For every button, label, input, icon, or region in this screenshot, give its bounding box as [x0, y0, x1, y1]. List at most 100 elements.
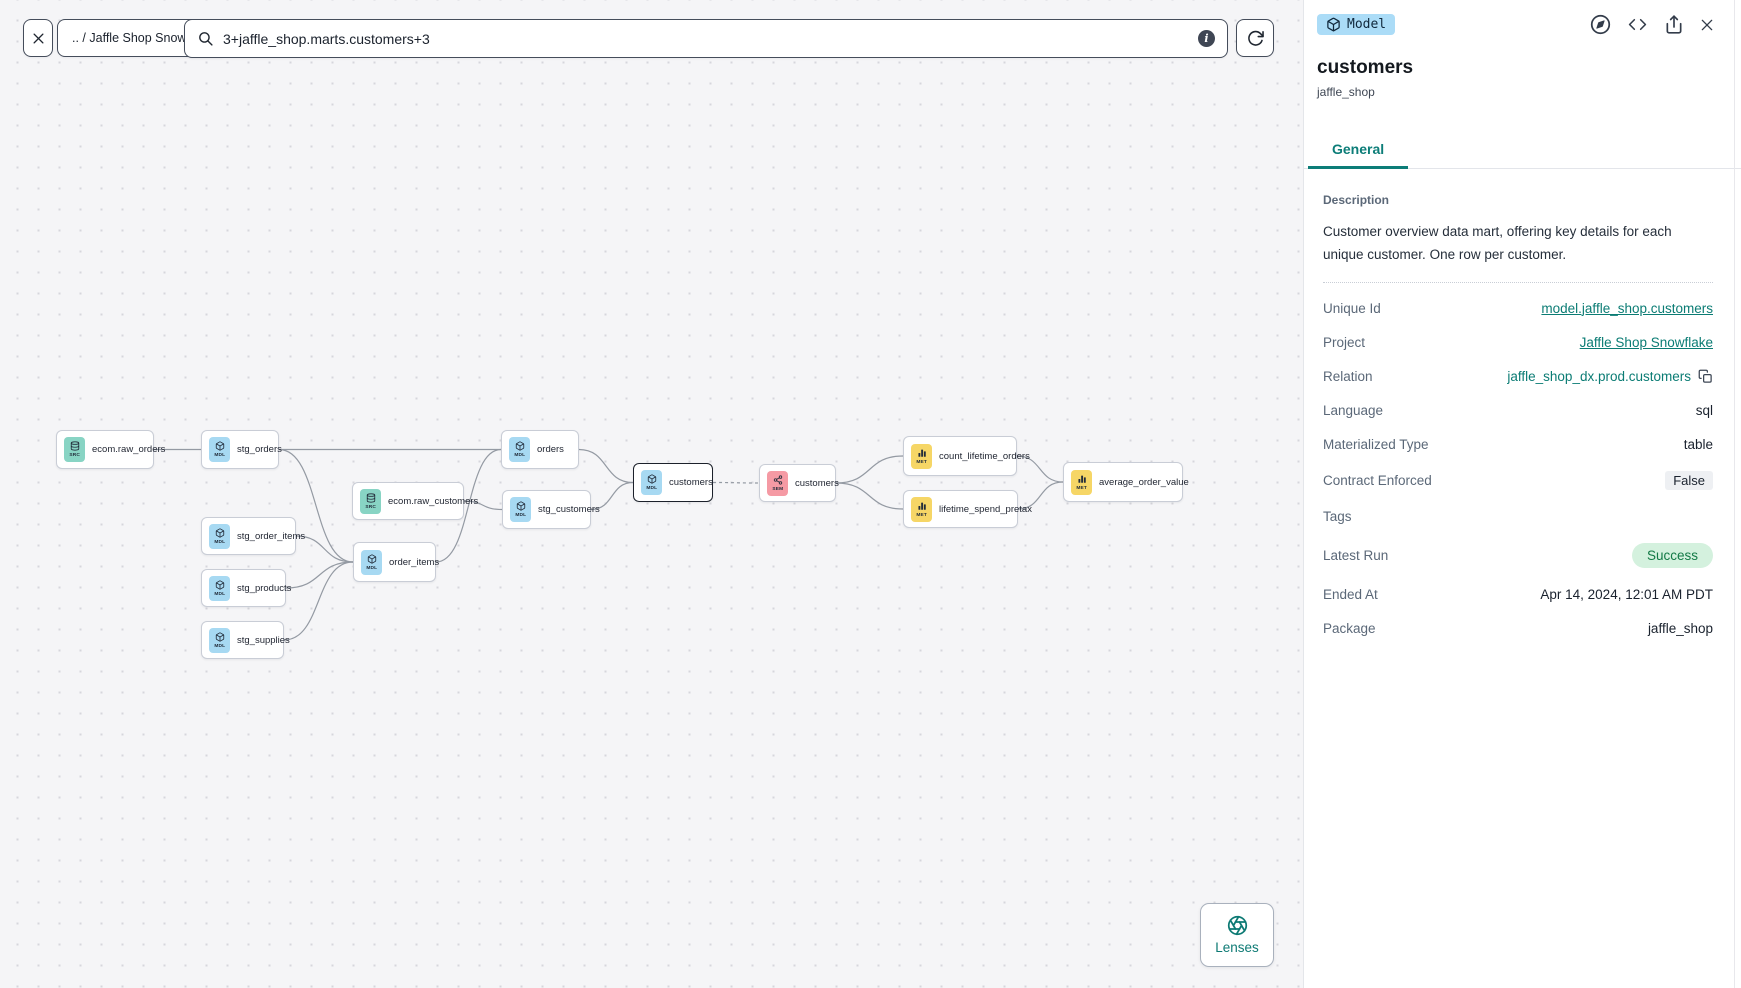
model-type-badge: Model	[1317, 14, 1396, 35]
metric-icon	[1077, 474, 1087, 484]
cube-icon	[215, 631, 225, 642]
model-badge: MDL	[209, 575, 230, 601]
node-label: count_lifetime_orders	[939, 450, 1030, 462]
metric-badge: MET	[911, 443, 932, 469]
model-badge: MDL	[209, 523, 230, 549]
graph-node-customers_model[interactable]: MDL customers	[633, 463, 713, 502]
close-panel-icon[interactable]	[1699, 17, 1715, 33]
database-icon	[70, 441, 80, 451]
graph-node-lifetime_spend_pretax[interactable]: MET lifetime_spend_pretax	[903, 490, 1032, 528]
node-label: orders	[537, 444, 564, 455]
edge-stg_supplies-to-order_items	[283, 561, 354, 641]
cube-icon	[647, 474, 657, 484]
node-label: ecom.raw_customers	[388, 495, 479, 507]
model-badge: MDL	[209, 627, 230, 653]
cube-icon	[215, 579, 225, 590]
run-status-badge[interactable]: Success	[1631, 542, 1713, 568]
tab-general[interactable]: General	[1308, 132, 1409, 169]
breadcrumb-label: .. / Jaffle Shop Snowflake	[72, 31, 213, 45]
graph-node-order_items[interactable]: MDL order_items	[353, 542, 440, 582]
property-label: Project	[1323, 334, 1366, 350]
package-subtitle: jaffle_shop	[1317, 85, 1375, 99]
property-row-project: Project Jaffle Shop Snowflake	[1323, 325, 1713, 359]
property-value: jaffle_shop_dx.prod.customers	[1507, 368, 1691, 384]
model-badge: MDL	[509, 437, 530, 462]
copy-icon[interactable]	[1698, 369, 1713, 384]
node-label: stg_order_items	[237, 530, 306, 542]
cube-icon	[516, 501, 526, 511]
property-value-link[interactable]: model.jaffle_shop.customers	[1541, 300, 1713, 316]
database-icon	[366, 492, 376, 503]
source-badge: SRC	[360, 488, 381, 514]
graph-node-average_order_value[interactable]: MET average_order_value	[1063, 462, 1189, 502]
share-icon[interactable]	[1664, 14, 1684, 35]
node-label: customers	[669, 477, 713, 488]
edge-stg_products-to-order_items	[285, 561, 354, 589]
property-label: Ended At	[1323, 586, 1378, 602]
edge-count_lifetime_orders-to-average_order_value	[1016, 455, 1064, 483]
metric-badge: MET	[911, 496, 932, 522]
semantic-icon	[773, 474, 783, 485]
aperture-icon	[1227, 915, 1248, 936]
cube-icon	[367, 553, 377, 564]
edge-lifetime_spend_pretax-to-average_order_value	[1017, 481, 1064, 510]
property-label: Latest Run	[1323, 547, 1389, 563]
node-label: stg_orders	[237, 444, 282, 455]
property-row-tags: Tags	[1323, 499, 1713, 533]
property-value: jaffle_shop	[1647, 620, 1713, 636]
cube-icon	[1326, 17, 1341, 32]
close-lineage-button[interactable]	[23, 19, 53, 57]
page-title: customers	[1317, 57, 1414, 78]
edge-stg_customers-to-customers_model	[590, 481, 634, 511]
graph-node-ecom.raw_customers[interactable]: SRC ecom.raw_customers	[352, 482, 478, 520]
edge-customers_sem-to-lifetime_spend_pretax	[835, 482, 904, 510]
lenses-button[interactable]: Lenses	[1200, 903, 1274, 967]
lineage-search-bar[interactable]: i	[184, 19, 1228, 58]
property-row-materialized-type: Materialized Type table	[1323, 427, 1713, 461]
node-label: stg_customers	[538, 504, 600, 515]
close-icon	[31, 31, 46, 46]
code-icon[interactable]	[1626, 15, 1649, 34]
graph-node-stg_order_items[interactable]: MDL stg_order_items	[201, 517, 305, 555]
status-badge: False	[1665, 470, 1713, 490]
refresh-button[interactable]	[1236, 19, 1274, 57]
graph-node-stg_supplies[interactable]: MDL stg_supplies	[201, 621, 290, 659]
graph-node-customers_sem[interactable]: SEM customers	[759, 464, 839, 502]
node-label: average_order_value	[1099, 476, 1189, 488]
model-badge: MDL	[209, 437, 230, 462]
compass-icon[interactable]	[1590, 14, 1611, 35]
node-label: order_items	[389, 556, 440, 568]
property-value: table	[1683, 436, 1713, 452]
edge-stg_order_items-to-order_items	[295, 535, 354, 563]
edge-orders-to-customers_model	[578, 448, 634, 484]
search-input[interactable]	[223, 30, 1189, 47]
edge-stg_orders-to-order_items	[278, 448, 354, 563]
graph-node-ecom.raw_orders[interactable]: SRC ecom.raw_orders	[56, 430, 165, 469]
property-row-latest-run: Latest Run Success	[1323, 533, 1713, 577]
graph-node-count_lifetime_orders[interactable]: MET count_lifetime_orders	[903, 436, 1030, 476]
property-value: sql	[1695, 402, 1713, 418]
graph-node-stg_customers[interactable]: MDL stg_customers	[502, 490, 600, 529]
info-icon[interactable]: i	[1198, 30, 1215, 47]
edge-ecom.raw_customers-to-stg_customers	[463, 500, 503, 511]
property-value-link[interactable]: Jaffle Shop Snowflake	[1579, 334, 1713, 350]
node-label: lifetime_spend_pretax	[939, 503, 1032, 515]
edge-order_items-to-orders	[435, 448, 502, 563]
node-label: ecom.raw_orders	[92, 444, 166, 455]
property-label: Materialized Type	[1323, 436, 1429, 452]
graph-node-stg_orders[interactable]: MDL stg_orders	[201, 430, 282, 469]
model-badge: MDL	[361, 549, 382, 575]
graph-node-stg_products[interactable]: MDL stg_products	[201, 569, 291, 607]
lineage-canvas[interactable]: SRC ecom.raw_orders MDL stg_orders MDL s…	[0, 0, 1303, 988]
metric-icon	[917, 501, 927, 511]
description-label: Description	[1323, 193, 1390, 207]
node-label: stg_products	[237, 582, 292, 594]
graph-node-orders[interactable]: MDL orders	[501, 430, 579, 469]
property-label: Tags	[1323, 508, 1352, 524]
